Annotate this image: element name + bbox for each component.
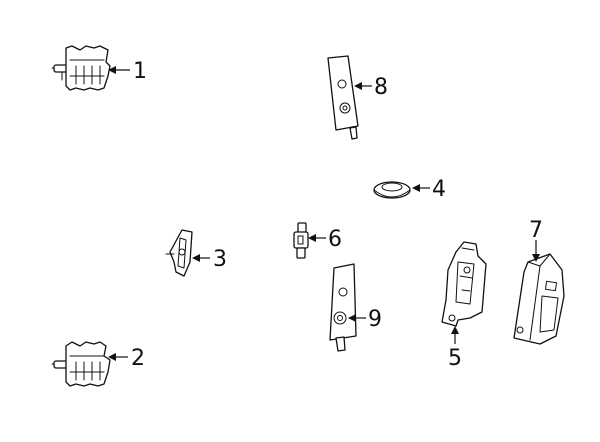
- arrow-2: [108, 353, 116, 361]
- part-6: [293, 222, 309, 259]
- arrow-9: [348, 314, 356, 322]
- callout-9: 9: [368, 307, 382, 332]
- part-1: [51, 45, 111, 91]
- callout-3: 3: [213, 247, 227, 272]
- part-3: [165, 229, 193, 277]
- part-7: [513, 253, 565, 345]
- arrow-7: [532, 254, 540, 262]
- callout-5: 5: [448, 346, 462, 371]
- callout-4: 4: [432, 177, 446, 202]
- arrow-4: [412, 184, 420, 192]
- part-9: [329, 263, 357, 352]
- callout-2: 2: [131, 346, 145, 371]
- part-4: [373, 181, 411, 199]
- arrow-6: [308, 234, 316, 242]
- callout-6: 6: [328, 227, 342, 252]
- callout-8: 8: [374, 75, 388, 100]
- arrow-3: [192, 254, 200, 262]
- arrow-5: [451, 326, 459, 334]
- part-2: [51, 341, 111, 387]
- arrow-8: [354, 82, 362, 90]
- part-5: [441, 241, 487, 327]
- callout-1: 1: [133, 59, 147, 84]
- arrow-1: [108, 66, 116, 74]
- part-8: [327, 55, 359, 140]
- callout-7: 7: [529, 218, 543, 243]
